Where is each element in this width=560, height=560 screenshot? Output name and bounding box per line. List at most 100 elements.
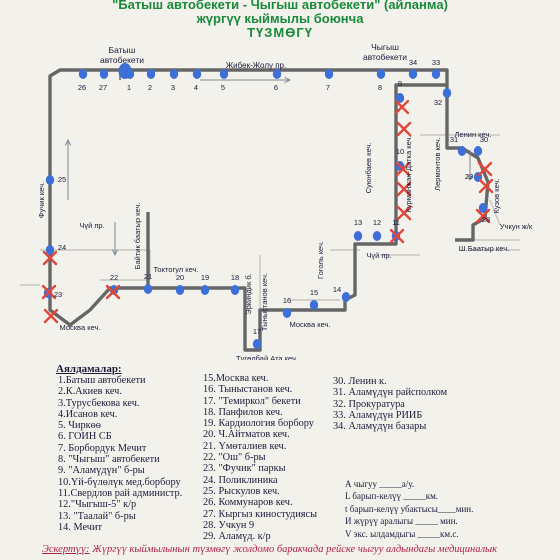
- stop-marker: [45, 175, 55, 185]
- legend-item: 15.Москва кеч.: [203, 373, 269, 384]
- stat-line: L барып-келүү _____км.: [345, 491, 439, 502]
- legend-item: 16. Тыныстанов кеч.: [203, 384, 293, 396]
- stop-number: 27: [99, 83, 107, 92]
- legend-item: 32. Прокуратура: [333, 398, 405, 410]
- stop-marker: [192, 69, 202, 79]
- stops-layer: [43, 63, 488, 349]
- stop-number: 12: [373, 218, 381, 227]
- street-label: Курманжан-Датка кеч.: [404, 135, 413, 212]
- street-label: Москва кеч.: [60, 323, 101, 332]
- stop-number: 13: [354, 218, 362, 227]
- stop-number: 9: [398, 79, 402, 88]
- stop-marker: [395, 93, 405, 103]
- street-label: Жибек-Жолу пр.: [226, 61, 286, 70]
- legend-item: 12."Чыгыш-5" к/р: [58, 499, 137, 511]
- road-network: [20, 134, 520, 310]
- stop-number: 7: [326, 83, 330, 92]
- stop-number: 18: [231, 273, 239, 282]
- stop-marker: [169, 69, 179, 79]
- legend-item: 1.Батыш автобекети: [58, 375, 146, 386]
- stop-number: 20: [176, 273, 184, 282]
- stop-number: 16: [283, 296, 291, 305]
- stop-marker: [442, 88, 452, 98]
- arrow-head: [111, 249, 119, 257]
- legend-item: 20. Ч.Айтматов кеч.: [203, 429, 290, 441]
- stop-number: 15: [310, 288, 318, 297]
- map-caption: ТҮЗМӨГҮ: [247, 25, 313, 40]
- stop-number: 4: [194, 83, 198, 92]
- stop-number: 11: [392, 218, 400, 227]
- route-stats: А чыгуу _____а/у.L барып-келүү _____км.t…: [345, 478, 473, 540]
- legend-item: 27. Кыргыз киностудиясы: [203, 508, 317, 520]
- arrow-head: [284, 76, 292, 84]
- stop-marker: [219, 69, 229, 79]
- legend-item: 19. Кардиология борбору: [203, 418, 314, 430]
- legend-item: 21. Үмөталиев кеч.: [203, 440, 287, 452]
- removed-stop-mark: [395, 161, 411, 177]
- street-label: Фучик кеч.: [37, 182, 46, 218]
- stop-number: 33: [432, 58, 440, 67]
- removed-stop-mark: [41, 284, 57, 300]
- legend-item: 14. Мечит: [58, 521, 102, 533]
- removed-stop-mark: [389, 228, 405, 244]
- stop-number: 2: [148, 83, 152, 92]
- stop-number: 25: [58, 175, 66, 184]
- legend-item: 30. Ленин к.: [333, 376, 387, 387]
- street-label: Ленин кеч.: [455, 130, 492, 139]
- map-title: "Батыш автобекети - Чыгыш автобекети" (а…: [112, 0, 448, 12]
- removed-stop-mark: [43, 308, 59, 324]
- stop-marker: [431, 69, 441, 79]
- legend-item: 9. "Аламүдүн" б-ры: [58, 465, 145, 477]
- street-label: Ш.Баатыр кеч.: [459, 244, 509, 253]
- stop-number: 19: [201, 273, 209, 282]
- legend-item: 7. Борбордук Мечит: [58, 442, 147, 454]
- side-street: [489, 199, 501, 226]
- street-label: Гоголь кеч.: [316, 241, 325, 279]
- removed-stop-mark: [477, 161, 493, 177]
- legend-item: 34. Аламүдүн базары: [333, 421, 427, 433]
- terminal-marker: [118, 63, 132, 79]
- removed-stop-mark: [396, 121, 412, 137]
- stop-number: 10: [396, 147, 404, 156]
- stop-number: 14: [333, 285, 341, 294]
- legend-item: 11.Свердлов рай администр.: [58, 487, 183, 499]
- stop-marker: [309, 300, 319, 310]
- stop-marker: [272, 69, 282, 79]
- stop-number: 34: [409, 58, 417, 67]
- terminal-east-label: Чыгыш: [371, 42, 399, 52]
- legend-item: 2.К.Акиев кеч.: [58, 386, 122, 398]
- stop-number: 28: [482, 215, 490, 224]
- stop-marker: [372, 231, 382, 241]
- terminal-west-label: автобекети: [100, 55, 144, 65]
- legend-item: 33. Аламүдүн РИИБ: [333, 409, 423, 421]
- stat-line: И жүрүү аралыгы _____ мин.: [345, 516, 458, 527]
- legend-column-2: 15.Москва кеч.16. Тыныстанов кеч.17. "Те…: [203, 373, 317, 542]
- legend-item: 18. Панфилов кеч.: [203, 406, 283, 418]
- street-label: Түгөлбай Ата кеч.: [236, 354, 298, 360]
- stat-line: А чыгуу _____а/у.: [345, 479, 415, 489]
- stop-marker: [146, 69, 156, 79]
- route-line: [48, 68, 490, 352]
- legend-item: 28. Учкун 9: [203, 519, 255, 531]
- stop-marker: [78, 69, 88, 79]
- legend-item: 8. "Чыгыш" автобекети: [58, 454, 160, 466]
- legend-item: 26. Коммунаров кеч.: [203, 497, 293, 509]
- legend-item: 4.Исанов кеч.: [58, 408, 118, 420]
- stop-number: 22: [110, 273, 118, 282]
- legend-item: 5. Чиркөө: [58, 420, 101, 432]
- stop-marker: [353, 231, 363, 241]
- street-label: Учкун ж/к: [500, 222, 533, 231]
- footnote: Эскертүү: Жүргүү кыймылынын түзмөгү жолд…: [42, 544, 497, 555]
- legend-item: 6. ГОИН СБ: [58, 431, 112, 443]
- legend-item: 17. "Темиркол" бекети: [203, 395, 301, 407]
- legend-item: 22. "Ош" б-ры: [203, 452, 266, 464]
- stop-number: 3: [171, 83, 175, 92]
- stop-marker: [376, 69, 386, 79]
- street-label: Суюнбаев кеч.: [364, 143, 373, 194]
- stop-number: 31: [450, 135, 458, 144]
- legend-heading: Аялдамалар:: [56, 363, 122, 375]
- legend-item: 3.Турусбекова кеч.: [58, 397, 140, 409]
- street-label: Чүй пр.: [79, 221, 104, 230]
- street-label: Кузов кеч.: [492, 179, 501, 214]
